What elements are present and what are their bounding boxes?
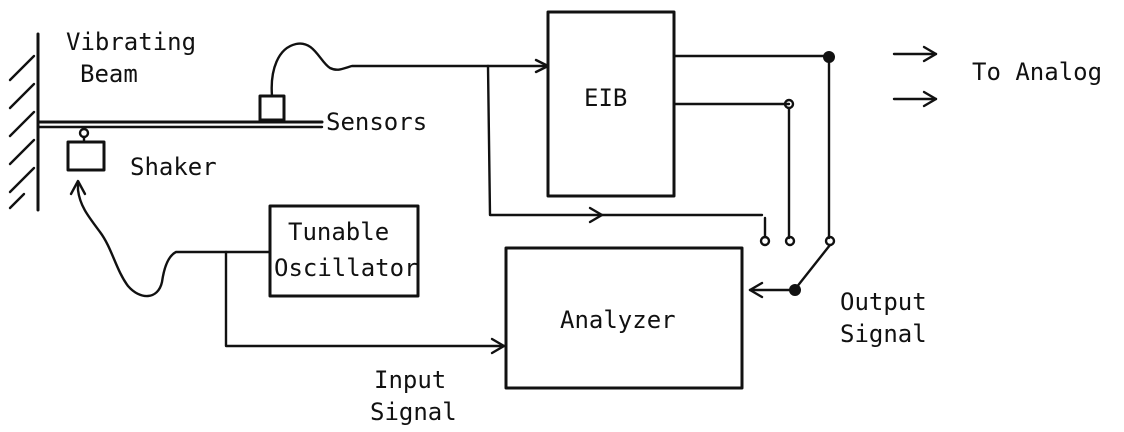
label-output-signal: Signal [840,320,927,348]
label-tunable: Tunable [288,218,389,246]
label-input-signal: Signal [370,398,457,426]
input-arrow [490,337,506,355]
junction-dot [823,51,835,63]
label-beam: Beam [80,60,138,88]
label-shaker: Shaker [130,153,217,181]
analyzer-box [504,246,744,390]
vibrating-beam [36,120,324,129]
label-vibrating: Vibrating [66,28,196,56]
sensor-cable [270,42,550,98]
output-arrow [748,281,764,299]
label-to-analog: To Analog [972,58,1102,86]
label-input: Input [374,366,446,394]
shaker-arrow [69,179,87,196]
input-signal-line [224,250,506,348]
selector-switch [759,216,836,296]
tap-arrow [588,206,604,224]
wall [8,32,40,212]
shaker [66,127,106,172]
oscillator-cable [76,180,272,298]
label-eib: EIB [584,84,627,112]
label-analyzer: Analyzer [560,306,676,334]
label-oscillator: Oscillator [274,254,419,282]
label-sensors: Sensors [326,108,427,136]
sensor-tap-line [486,64,764,217]
label-output: Output [840,288,927,316]
sensor-block [258,94,286,122]
to-analog-arrows [892,45,938,108]
